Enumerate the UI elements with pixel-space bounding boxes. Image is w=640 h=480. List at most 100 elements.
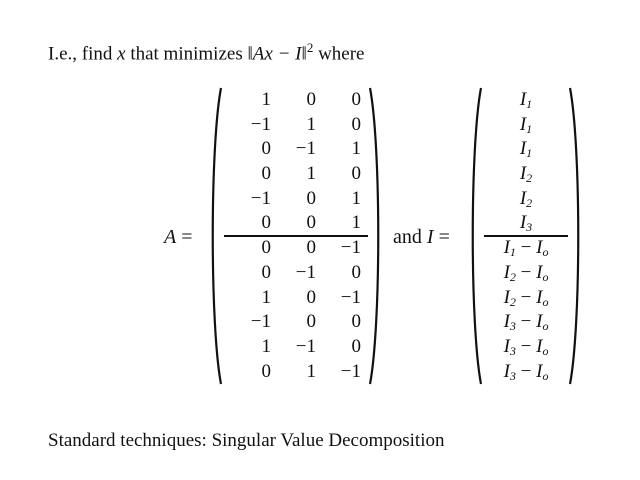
- vector-i-base: I: [536, 311, 543, 333]
- matrix-a-symbol: A: [164, 226, 177, 248]
- vector-i-subscript: 3: [509, 368, 516, 383]
- vector-i-minus: −: [515, 237, 537, 259]
- vector-i-minus: −: [515, 261, 537, 283]
- vector-i-subscript: 2: [509, 294, 516, 309]
- vector-i-minus: −: [515, 286, 537, 308]
- vector-i-left-paren: [469, 86, 483, 386]
- vector-i-subscript: 2: [526, 171, 533, 186]
- connector-and: and: [393, 226, 427, 248]
- connector-text: and I =: [393, 226, 450, 249]
- vector-i-base: I: [536, 261, 543, 283]
- vector-i-subscript: 1: [526, 97, 533, 111]
- matrix-a-cell: 1: [261, 89, 272, 110]
- vector-i-base: I: [519, 187, 527, 209]
- vector-i-row: I3 − Io: [484, 310, 568, 335]
- vector-i-base: I: [519, 89, 527, 110]
- vector-i-base: I: [519, 212, 527, 234]
- vector-i-base: I: [536, 237, 543, 259]
- vector-i-cell: I3 − Io: [484, 360, 568, 389]
- vector-i-row: I3 − Io: [484, 360, 568, 385]
- variable-x: x: [117, 43, 126, 65]
- vector-i-base: I: [519, 138, 527, 160]
- vector-i-base: I: [503, 286, 510, 308]
- vector-i-cell: I2 − Io: [484, 261, 568, 290]
- matrix-a-cell: −1: [340, 360, 361, 382]
- matrix-a-cell: 0: [261, 138, 272, 160]
- matrix-a-cell: 0: [306, 237, 317, 259]
- matrix-a-cell: 0: [351, 163, 362, 185]
- vector-i-subscript: 3: [509, 343, 516, 358]
- vector-i-cell: I1: [484, 113, 568, 142]
- matrix-a-right-paren: [368, 86, 382, 386]
- intro-prefix: I.e., find: [48, 43, 118, 65]
- vector-i-cell: I2 − Io: [484, 286, 568, 315]
- vector-i-subscript: o: [542, 368, 549, 383]
- norm-power: 2: [306, 40, 314, 55]
- vector-i-divider: [484, 235, 568, 237]
- vector-i-base: I: [503, 360, 510, 382]
- matrix-a-cell: 0: [261, 212, 272, 234]
- matrix-a-row: 1 −1 0: [226, 335, 366, 360]
- vector-i-cell: I2: [484, 162, 568, 191]
- vector-i-base: I: [536, 360, 543, 382]
- vector-i-row: I2 − Io: [484, 286, 568, 311]
- vector-i-row: I2 − Io: [484, 261, 568, 286]
- vector-i-subscript: 1: [526, 146, 533, 161]
- matrix-a-cell: 1: [306, 113, 317, 135]
- vector-i-cell: I3 − Io: [484, 335, 568, 364]
- vector-i-row: I1: [484, 113, 568, 138]
- vector-i-row: I1 − Io: [484, 236, 568, 261]
- matrix-a-cell: 0: [351, 261, 362, 283]
- matrix-a-cell: −1: [250, 187, 271, 209]
- vector-i-base: I: [503, 237, 510, 259]
- matrix-a-cell: −1: [250, 311, 271, 333]
- matrix-a-cell: 0: [306, 187, 317, 209]
- vector-i-row: I2: [484, 162, 568, 187]
- matrix-a-cell: 0: [261, 261, 272, 283]
- matrix-a-cell: −1: [295, 335, 316, 357]
- matrix-a-cell: 1: [351, 187, 362, 209]
- matrix-a-cell: −1: [295, 261, 316, 283]
- vector-i-cell: I1 − Io: [484, 236, 568, 265]
- vector-i-base: I: [519, 163, 527, 185]
- matrix-a-cell: 0: [306, 311, 317, 333]
- matrix-a-equals: =: [176, 226, 193, 248]
- vector-i-row: I1: [484, 88, 568, 113]
- matrix-a-cell: −1: [340, 286, 361, 308]
- matrix-a-cell: 0: [351, 335, 362, 357]
- matrix-a-divider: [224, 235, 368, 237]
- matrix-a-cell: 1: [351, 212, 362, 234]
- matrix-a-cell: 0: [351, 311, 362, 333]
- vector-i-row: I3 − Io: [484, 335, 568, 360]
- vector-i-subscript: o: [542, 294, 549, 309]
- matrix-a-row: −1 0 0: [226, 310, 366, 335]
- vector-i-subscript: o: [542, 245, 549, 260]
- vector-i-minus: −: [515, 311, 537, 333]
- matrix-a-row: −1 0 1: [226, 187, 366, 212]
- vector-i-base: I: [536, 335, 543, 357]
- vector-i-subscript: 2: [526, 195, 533, 210]
- matrix-a-cell: −1: [295, 138, 316, 160]
- matrix-a-row: 0 −1 0: [226, 261, 366, 286]
- matrix-a-cell: 1: [261, 335, 272, 357]
- matrix-a-cell: 1: [351, 138, 362, 160]
- footer-note: Standard techniques: Singular Value Deco…: [48, 430, 445, 451]
- matrix-a-label: A =: [164, 226, 193, 249]
- vector-i-subscript: o: [542, 319, 549, 334]
- matrix-a-cell: 0: [261, 360, 272, 382]
- matrix-a-left-paren: [209, 86, 223, 386]
- matrix-a-cell: 0: [306, 212, 317, 234]
- vector-i-subscript: o: [542, 269, 549, 284]
- vector-i-symbol: I: [426, 226, 434, 248]
- vector-i-cell: I3 − Io: [484, 310, 568, 339]
- matrix-a-cell: 1: [306, 360, 317, 382]
- connector-equals: =: [433, 226, 450, 248]
- vector-i-minus: −: [515, 335, 537, 357]
- vector-i-base: I: [503, 261, 510, 283]
- vector-i-cell: I1: [484, 137, 568, 166]
- vector-i-row: I1: [484, 137, 568, 162]
